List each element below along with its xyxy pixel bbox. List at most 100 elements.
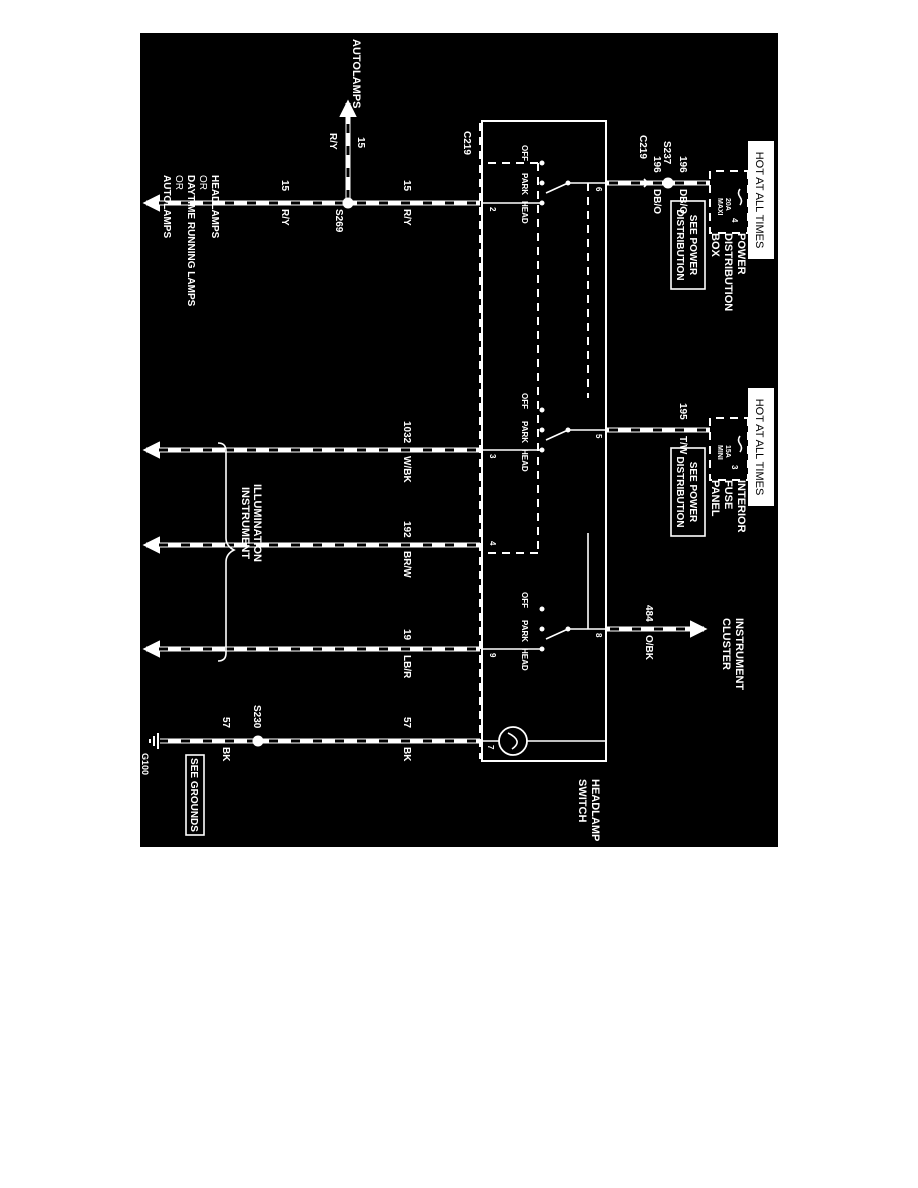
svg-text:DB/O: DB/O: [651, 189, 662, 214]
svg-text:MAXI: MAXI: [716, 198, 723, 216]
svg-text:57: 57: [220, 717, 231, 729]
svg-text:HOT AT ALL TIMES: HOT AT ALL TIMES: [753, 152, 765, 249]
svg-text:1032: 1032: [401, 421, 412, 444]
svg-text:8: 8: [594, 633, 603, 638]
svg-text:DISTRIBUTION: DISTRIBUTION: [674, 209, 685, 280]
svg-text:OR: OR: [173, 175, 184, 190]
instrument-illumination-brace: INSTRUMENT ILLUMINATION: [217, 442, 263, 662]
connector-c219-top: C219: [637, 135, 650, 188]
svg-text:S237: S237: [661, 141, 672, 165]
svg-text:20A: 20A: [724, 198, 731, 211]
svg-text:15A: 15A: [724, 445, 731, 458]
fuse-15a-mini: 3 15A MINI: [709, 417, 749, 481]
svg-text:R/Y: R/Y: [279, 209, 290, 226]
wire-1032: 1032 W/BK: [142, 421, 480, 483]
wire-195: 195 T/W: [606, 403, 710, 455]
svg-text:R/Y: R/Y: [327, 133, 338, 150]
svg-text:O/BK: O/BK: [643, 635, 654, 661]
svg-text:15: 15: [355, 137, 366, 149]
svg-text:S230: S230: [251, 705, 262, 729]
svg-text:PARK: PARK: [520, 421, 529, 443]
switch-section-3: OFF PARK HEAD 8 9 4: [482, 541, 606, 671]
see-grounds-box: SEE GROUNDS: [185, 754, 205, 836]
svg-text:AUTOLAMPS: AUTOLAMPS: [161, 175, 172, 238]
svg-text:SEE POWER: SEE POWER: [687, 215, 698, 276]
wire-15: 15 R/Y 15 R/Y 15 R/Y: [142, 99, 480, 226]
svg-text:AUTOLAMPS: AUTOLAMPS: [350, 39, 362, 108]
svg-text:FUSE: FUSE: [722, 480, 734, 509]
fuse-20a-maxi: 4 20A MAXI: [709, 170, 749, 234]
hot-at-all-times-box-2: HOT AT ALL TIMES: [748, 388, 774, 506]
svg-text:DISTRIBUTION: DISTRIBUTION: [674, 456, 685, 527]
svg-text:S269: S269: [333, 209, 344, 233]
interior-fuse-panel-label: INTERIOR FUSE PANEL: [709, 480, 747, 533]
svg-text:2: 2: [488, 207, 497, 212]
hot-at-all-times-box-1: HOT AT ALL TIMES: [748, 141, 774, 259]
svg-text:7: 7: [486, 745, 495, 750]
svg-text:PARK: PARK: [520, 173, 529, 195]
svg-text:MINI: MINI: [716, 445, 723, 460]
svg-text:6: 6: [594, 187, 603, 192]
svg-text:C219: C219: [637, 135, 648, 159]
see-power-distribution-2: SEE POWER DISTRIBUTION: [670, 447, 706, 537]
dimmer-rheostat: 7: [482, 726, 606, 756]
svg-text:OFF: OFF: [520, 145, 529, 161]
svg-text:4: 4: [730, 218, 739, 223]
svg-text:OR: OR: [197, 175, 208, 190]
svg-text:G100: G100: [140, 753, 150, 775]
svg-text:PARK: PARK: [520, 620, 529, 642]
svg-text:INSTRUMENT: INSTRUMENT: [239, 487, 251, 559]
svg-text:15: 15: [401, 180, 412, 192]
svg-text:9: 9: [488, 653, 497, 658]
svg-text:BK: BK: [220, 747, 231, 762]
power-distribution-box-label: POWER DISTRIBUTION BOX: [709, 233, 747, 311]
svg-text:POWER: POWER: [735, 233, 747, 275]
svg-text:SWITCH: SWITCH: [576, 779, 588, 822]
svg-text:57: 57: [401, 717, 412, 729]
svg-text:LB/R: LB/R: [401, 655, 412, 679]
wire-192: 192 BR/W: [142, 521, 480, 578]
wire-196: 196 DB/O 196 DB/O: [606, 156, 710, 214]
ground-g100: G100: [140, 733, 159, 775]
svg-text:HEAD: HEAD: [520, 449, 529, 472]
svg-text:W/BK: W/BK: [401, 456, 412, 483]
svg-text:196: 196: [651, 156, 662, 173]
svg-text:PANEL: PANEL: [709, 480, 721, 517]
svg-text:ILLUMINATION: ILLUMINATION: [251, 484, 263, 562]
wiring-diagram: HOT AT ALL TIMES HOT AT ALL TIMES 4 20A …: [140, 33, 778, 847]
svg-text:INTERIOR: INTERIOR: [735, 480, 747, 533]
svg-text:SEE POWER: SEE POWER: [687, 462, 698, 523]
see-power-distribution-1: SEE POWER DISTRIBUTION: [670, 200, 706, 290]
svg-text:196: 196: [677, 156, 688, 173]
svg-text:3: 3: [730, 465, 739, 470]
svg-text:195: 195: [677, 403, 688, 420]
svg-text:3: 3: [488, 454, 497, 459]
wire-19: 19 LB/R: [142, 629, 480, 679]
svg-text:R/Y: R/Y: [401, 209, 412, 226]
switch-section-2: OFF PARK HEAD 5 3: [482, 393, 606, 472]
svg-text:T/W: T/W: [677, 436, 688, 455]
svg-text:OFF: OFF: [520, 393, 529, 409]
svg-text:BR/W: BR/W: [401, 551, 412, 578]
svg-text:OFF: OFF: [520, 592, 529, 608]
svg-text:192: 192: [401, 521, 412, 538]
svg-text:HEAD: HEAD: [520, 201, 529, 224]
svg-text:INSTRUMENT: INSTRUMENT: [733, 618, 745, 690]
wire-57: 57 BK 57 BK: [160, 717, 480, 762]
svg-text:4: 4: [488, 541, 497, 546]
svg-text:DAYTIME RUNNING LAMPS: DAYTIME RUNNING LAMPS: [185, 175, 196, 307]
svg-text:C219: C219: [461, 131, 472, 155]
wire-484: 484 O/BK: [606, 605, 708, 661]
splice-s269: S269: [333, 197, 354, 233]
headlamps-label: HEADLAMPS OR DAYTIME RUNNING LAMPS OR AU…: [161, 175, 220, 307]
svg-text:HEADLAMP: HEADLAMP: [589, 779, 601, 841]
svg-text:HEAD: HEAD: [520, 648, 529, 671]
svg-text:5: 5: [594, 434, 603, 439]
svg-text:SEE GROUNDS: SEE GROUNDS: [188, 758, 199, 832]
autolamps-label: AUTOLAMPS: [350, 39, 362, 108]
svg-text:CLUSTER: CLUSTER: [720, 618, 732, 670]
svg-text:HOT AT ALL TIMES: HOT AT ALL TIMES: [753, 399, 765, 496]
svg-text:DISTRIBUTION: DISTRIBUTION: [722, 233, 734, 311]
svg-text:19: 19: [401, 629, 412, 641]
splice-s237: S237: [661, 141, 674, 189]
